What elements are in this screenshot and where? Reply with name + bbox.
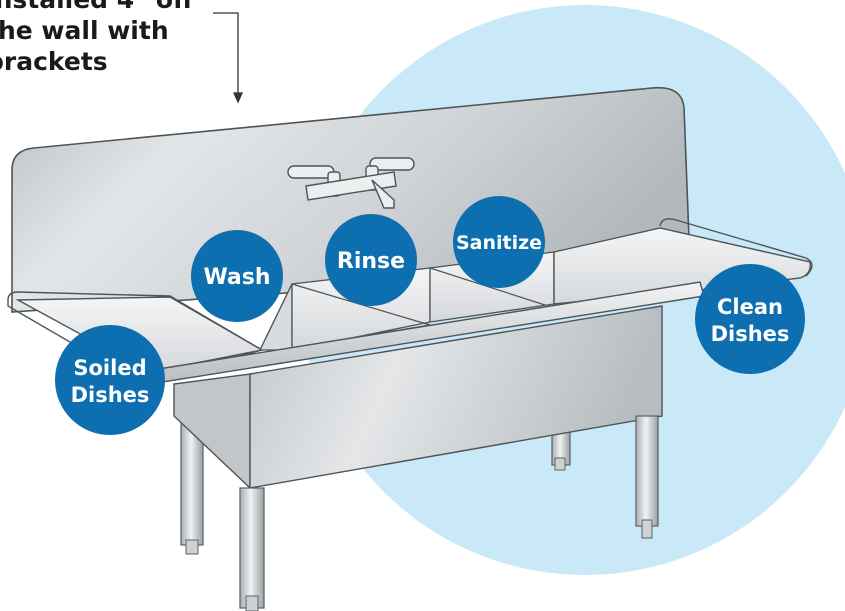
faucet-icon bbox=[287, 157, 415, 209]
wall-mount-annotation: installed 4" off the wall with brackets bbox=[0, 0, 193, 77]
station-wash: Wash bbox=[191, 230, 283, 322]
sink-leg-front-right bbox=[635, 415, 659, 527]
station-wash-label: Wash bbox=[203, 265, 270, 290]
station-soiled-dishes-line-1: Soiled bbox=[73, 356, 146, 380]
arrow-down-icon bbox=[213, 12, 244, 104]
station-sanitize-badge bbox=[453, 196, 545, 288]
sink-leg-front-left bbox=[239, 487, 265, 609]
station-soiled-dishes: Soiled Dishes bbox=[55, 325, 165, 435]
station-clean-dishes-line-2: Dishes bbox=[711, 322, 790, 346]
station-clean-dishes: Clean Dishes bbox=[695, 264, 805, 374]
annotation-line-3: brackets bbox=[0, 47, 108, 76]
station-sanitize: Sanitize bbox=[453, 196, 545, 288]
station-clean-dishes-badge bbox=[695, 264, 805, 374]
station-soiled-dishes-badge bbox=[55, 325, 165, 435]
station-wash-badge bbox=[191, 230, 283, 322]
station-soiled-dishes-line-2: Dishes bbox=[71, 383, 150, 407]
station-rinse-badge bbox=[325, 214, 417, 306]
annotation-line-1: installed 4" off bbox=[0, 0, 193, 15]
annotation-line-2: the wall with bbox=[0, 16, 169, 45]
station-rinse: Rinse bbox=[325, 214, 417, 306]
station-rinse-label: Rinse bbox=[337, 249, 405, 274]
station-sanitize-label: Sanitize bbox=[456, 232, 542, 254]
station-clean-dishes-line-1: Clean bbox=[717, 295, 783, 319]
